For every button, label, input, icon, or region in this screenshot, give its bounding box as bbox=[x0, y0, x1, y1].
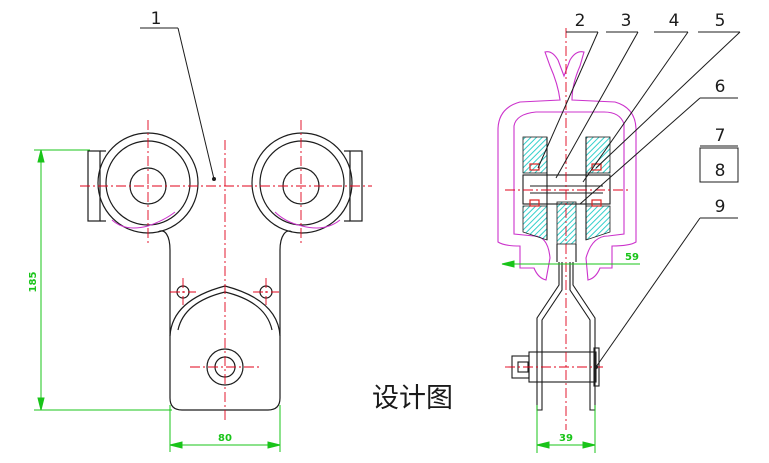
part-number-7: 7 bbox=[715, 126, 726, 146]
part-number-4: 4 bbox=[669, 11, 680, 31]
rail-profile bbox=[497, 51, 637, 281]
dimension-lines-right bbox=[501, 260, 640, 453]
lower-pin-outer bbox=[206, 348, 244, 386]
front-view-centerlines bbox=[80, 120, 372, 420]
hanger-plates bbox=[511, 262, 600, 411]
wheel-section-hatching bbox=[522, 136, 611, 245]
part-number-5: 5 bbox=[715, 11, 726, 31]
dimension-height-left: 185 bbox=[28, 272, 39, 293]
leader-1 bbox=[140, 27, 215, 180]
right-wheel-outer bbox=[251, 132, 353, 234]
drawing-caption: 设计图 bbox=[372, 383, 453, 414]
section-centerlines bbox=[505, 28, 628, 430]
dimension-lines-left bbox=[34, 149, 281, 452]
axle-section bbox=[522, 137, 611, 262]
part-number-9: 9 bbox=[715, 197, 726, 217]
left-rail-trace bbox=[111, 211, 341, 229]
part-number-8: 8 bbox=[715, 161, 726, 181]
leaders-right bbox=[537, 31, 741, 368]
part-number-2: 2 bbox=[575, 11, 586, 31]
bearing-markers bbox=[529, 163, 602, 207]
dimension-width-right: 39 bbox=[559, 433, 573, 444]
part-number-6: 6 bbox=[715, 77, 726, 97]
dimension-rail-width: 59 bbox=[625, 252, 639, 263]
dimension-width-left: 80 bbox=[218, 433, 232, 444]
part-number-3: 3 bbox=[621, 11, 632, 31]
part-number-1: 1 bbox=[151, 9, 162, 29]
right-wheel-inner bbox=[259, 140, 345, 226]
